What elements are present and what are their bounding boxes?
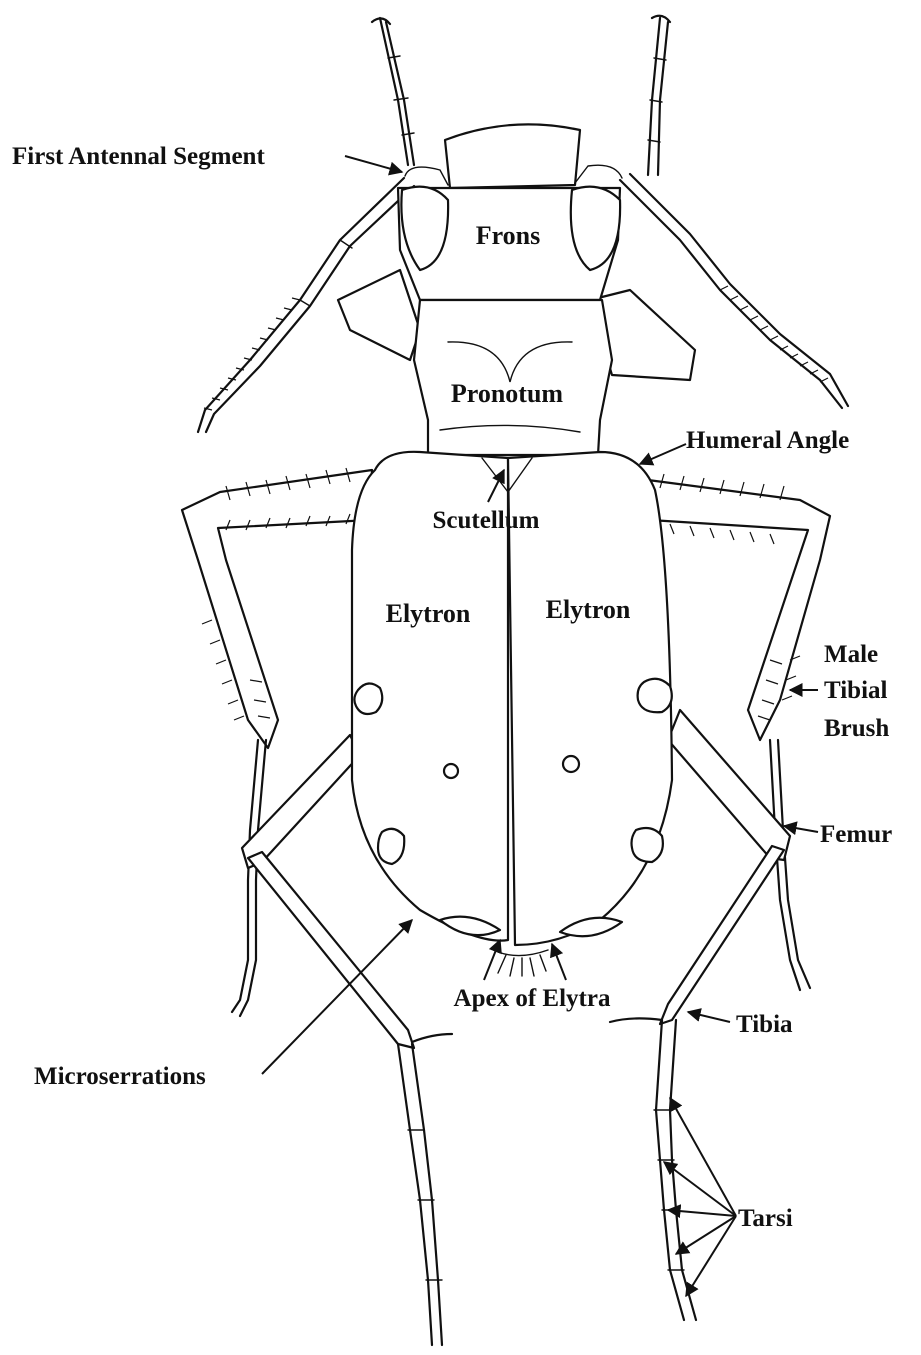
leader-tibia [688,1012,730,1022]
label-frons: Frons [476,221,541,250]
label-elytron-left: Elytron [386,599,471,628]
label-pronotum: Pronotum [451,379,564,408]
label-scutellum: Scutellum [433,507,540,534]
label-tarsi: Tarsi [738,1205,793,1232]
label-microserrations: Microserrations [34,1063,206,1090]
right-antenna-setae [720,286,828,382]
leader-humeral-angle [640,444,686,464]
beetle-drawing [182,16,848,1345]
label-male: Male [824,641,878,668]
pronotum-shape [414,300,612,455]
label-humeral-angle: Humeral Angle [686,427,849,454]
left-antenna [198,18,414,432]
left-antenna-setae [204,298,300,410]
leader-femur [784,826,818,832]
leader-apex-left [484,940,500,980]
leader-first-antennal-segment [345,156,402,172]
label-tibial: Tibial [824,677,888,704]
leader-apex-right [552,944,566,980]
head [398,124,622,300]
label-femur: Femur [820,821,892,848]
label-tibia: Tibia [736,1011,793,1038]
label-apex-of-elytra: Apex of Elytra [454,985,611,1012]
label-brush: Brush [824,715,889,742]
label-first-antennal-segment: First Antennal Segment [12,143,265,170]
label-elytron-right: Elytron [546,595,631,624]
